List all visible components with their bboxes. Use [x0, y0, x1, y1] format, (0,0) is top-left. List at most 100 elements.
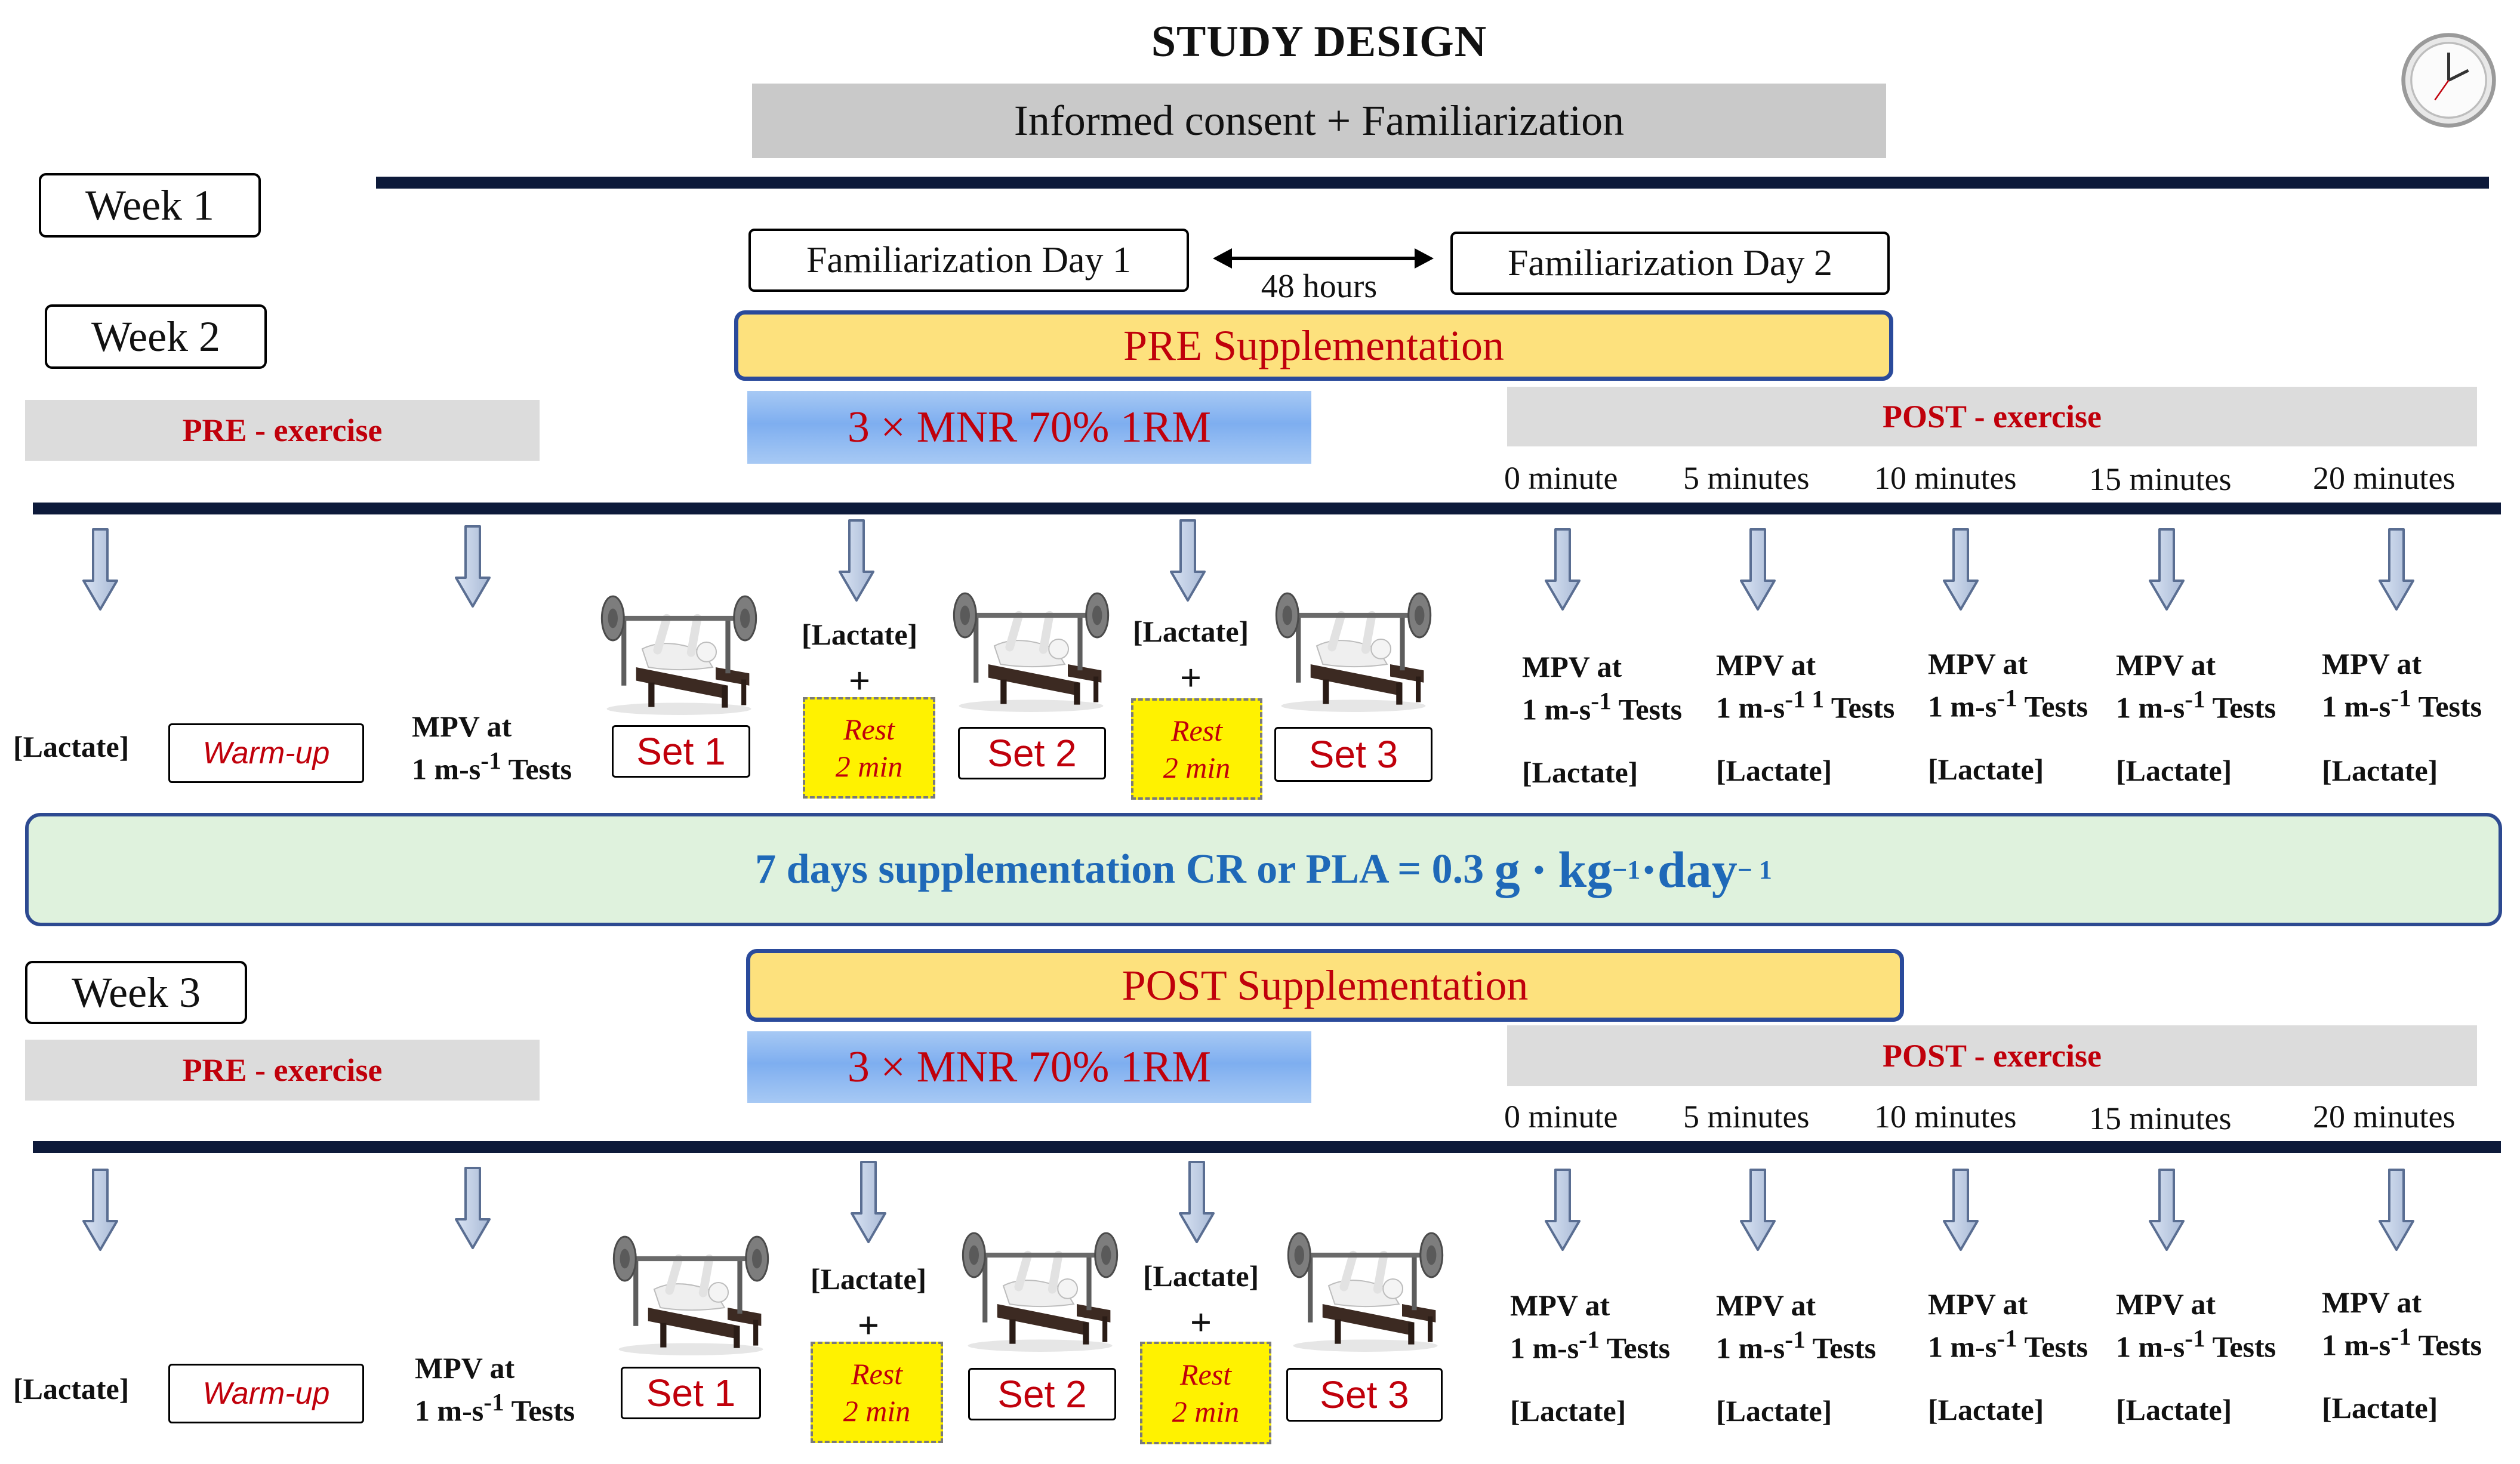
warm-up-box: Warm-up	[168, 1364, 364, 1423]
mpv-line-1: MPV at	[1928, 647, 2028, 680]
mpv-test-label: MPV at 1 m-s-1 Tests	[2116, 646, 2276, 727]
rest-box: Rest 2 min	[1131, 698, 1262, 800]
mpv-line-2: 1 m-s-1 Tests	[1928, 685, 2088, 723]
lactate-label: [Lactate]	[1510, 1394, 1626, 1428]
protocol-bar: 3 × MNR 70% 1RM	[747, 1031, 1311, 1103]
week-2-label: Week 2	[45, 304, 267, 369]
down-arrow-icon	[455, 1167, 491, 1250]
post-time-label: 20 minutes	[2313, 460, 2456, 496]
protocol-bar: 3 × MNR 70% 1RM	[747, 391, 1311, 464]
post-time-label: 5 minutes	[1683, 1099, 1810, 1135]
mpv-test-label: MPV at 1 m-s-1 Tests	[415, 1349, 575, 1430]
rest-duration: 2 min	[1172, 1395, 1240, 1428]
mpv-line-1: MPV at	[2322, 647, 2422, 680]
pre-exercise-bar: PRE - exercise	[25, 1040, 540, 1101]
lactate-label: [Lactate]	[2116, 754, 2232, 787]
down-arrow-icon	[1943, 1169, 1979, 1252]
down-arrow-icon	[839, 519, 874, 603]
rest-label: Rest	[843, 712, 895, 746]
plus-sign: +	[1190, 1300, 1212, 1343]
set-2-box: Set 2	[958, 727, 1106, 779]
week-3-label: Week 3	[25, 961, 247, 1024]
down-arrow-icon	[1545, 528, 1581, 612]
rest-box: Rest 2 min	[1140, 1342, 1271, 1444]
mpv-line-2: 1 m-s-1 Tests	[415, 1389, 575, 1428]
down-arrow-icon	[1179, 1161, 1215, 1244]
bench-press-illustration	[949, 591, 1113, 713]
week-1-timeline	[376, 177, 2489, 189]
bench-press-illustration	[597, 594, 761, 716]
lactate-label: [Lactate]	[2322, 1391, 2438, 1425]
rest-duration: 2 min	[1163, 751, 1231, 784]
down-arrow-icon	[455, 525, 491, 609]
pre-exercise-bar: PRE - exercise	[25, 400, 540, 461]
pre-supplementation-bar: PRE Supplementation	[734, 310, 1893, 381]
lactate-label: [Lactate]	[810, 1262, 927, 1296]
familiarization-day-2: Familiarization Day 2	[1450, 232, 1890, 295]
set-3-box: Set 3	[1286, 1368, 1443, 1422]
down-arrow-icon	[82, 528, 118, 612]
week-2-timeline	[33, 503, 2501, 514]
down-arrow-icon	[1943, 528, 1979, 612]
mpv-line-2: 1 m-s-1 1 Tests	[1716, 686, 1895, 725]
interval-label: 48 hours	[1261, 268, 1378, 305]
lactate-label: [Lactate]	[1142, 1259, 1259, 1293]
set-3-box: Set 3	[1274, 727, 1432, 782]
consent-bar: Informed consent + Familiarization	[752, 84, 1886, 158]
lactate-label: [Lactate]	[13, 1372, 130, 1406]
week-1-label: Week 1	[39, 173, 261, 238]
lactate-label: [Lactate]	[13, 730, 130, 763]
post-exercise-bar: POST - exercise	[1507, 387, 2477, 446]
down-arrow-icon	[2149, 1169, 2185, 1252]
familiarization-day-1: Familiarization Day 1	[748, 229, 1189, 292]
down-arrow-icon	[82, 1169, 118, 1252]
mpv-line-2: 1 m-s-1 Tests	[2116, 686, 2276, 725]
mpv-test-label: MPV at 1 m-s-1 Tests	[2322, 1283, 2482, 1364]
bench-press-illustration	[609, 1234, 773, 1357]
mpv-line-1: MPV at	[415, 1351, 515, 1385]
mpv-line-2: 1 m-s-1 Tests	[2322, 1323, 2482, 1362]
mpv-line-2: 1 m-s-1 Tests	[1510, 1326, 1671, 1365]
down-arrow-icon	[851, 1161, 886, 1244]
lactate-label: [Lactate]	[1522, 756, 1638, 789]
mpv-test-label: MPV at 1 m-s-1 Tests	[1510, 1286, 1670, 1367]
week-3-timeline	[33, 1141, 2501, 1153]
rest-duration: 2 min	[843, 1394, 911, 1428]
mpv-line-1: MPV at	[1716, 1289, 1816, 1322]
rest-box: Rest 2 min	[811, 1342, 943, 1443]
lactate-label: [Lactate]	[1928, 1393, 2044, 1426]
mpv-line-1: MPV at	[1928, 1287, 2028, 1321]
bench-press-illustration	[1271, 591, 1435, 713]
rest-label: Rest	[1179, 1357, 1232, 1391]
post-time-label: 15 minutes	[2089, 461, 2232, 497]
rest-duration: 2 min	[835, 750, 903, 783]
diagram-title: STUDY DESIGN	[1151, 17, 1487, 66]
rest-box: Rest 2 min	[803, 697, 935, 799]
lactate-label: [Lactate]	[1716, 1394, 1832, 1428]
mpv-test-label: MPV at 1 m-s-1 Tests	[2116, 1285, 2276, 1366]
mpv-line-1: MPV at	[1510, 1289, 1610, 1322]
mpv-test-label: MPV at 1 m-s-1 Tests	[1928, 1285, 2088, 1366]
mpv-test-label: MPV at 1 m-s-1 Tests	[1522, 648, 1682, 729]
down-arrow-icon	[2149, 528, 2185, 612]
post-exercise-bar: POST - exercise	[1507, 1025, 2477, 1086]
post-time-label: 20 minutes	[2313, 1099, 2456, 1135]
mpv-test-label: MPV at 1 m-s-1 Tests	[2322, 645, 2482, 726]
lactate-label: [Lactate]	[801, 618, 918, 651]
bench-press-illustration	[958, 1231, 1122, 1353]
post-supplementation-bar: POST Supplementation	[746, 949, 1904, 1022]
post-time-label: 10 minutes	[1874, 1099, 2017, 1135]
lactate-plus-label: [Lactate] +	[1125, 612, 1256, 704]
interval-double-arrow	[1213, 244, 1434, 273]
down-arrow-icon	[2379, 528, 2414, 612]
down-arrow-icon	[1545, 1169, 1581, 1252]
set-1-box: Set 1	[612, 725, 750, 778]
plus-sign: +	[857, 1303, 880, 1346]
down-arrow-icon	[1170, 519, 1206, 603]
lactate-plus-label: [Lactate] +	[1135, 1256, 1267, 1348]
lactate-plus-label: [Lactate] +	[794, 615, 925, 707]
lactate-label: [Lactate]	[1928, 753, 2044, 786]
mpv-line-1: MPV at	[2116, 1287, 2216, 1321]
down-arrow-icon	[1740, 1169, 1776, 1252]
post-time-label: 0 minute	[1504, 460, 1618, 496]
